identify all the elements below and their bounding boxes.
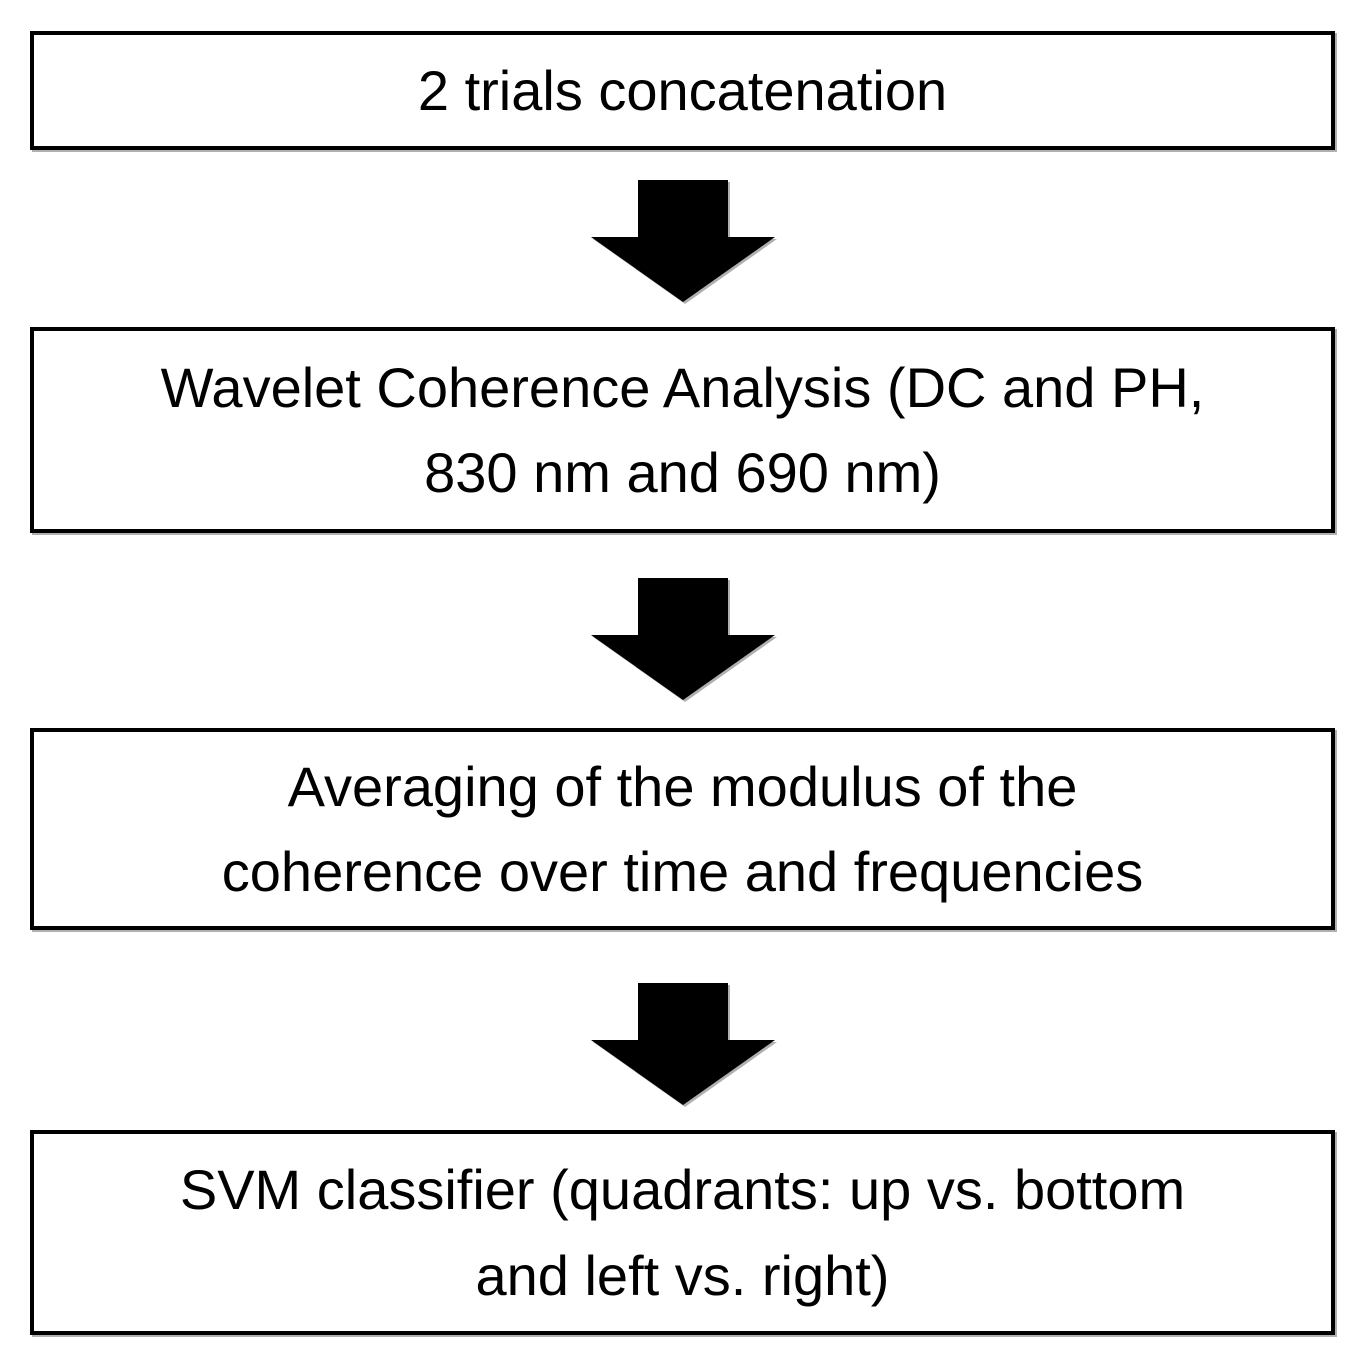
down-arrow-icon [591,983,775,1105]
flow-node-label: Averaging of the modulus of the coherenc… [221,754,1144,903]
flow-node-wavelet-coherence-analysis: Wavelet Coherence Analysis (DC and PH, 8… [30,327,1335,533]
down-arrow-icon [591,180,775,302]
flow-node-label: Wavelet Coherence Analysis (DC and PH, 8… [160,355,1205,504]
down-arrow-icon [591,578,775,700]
flow-node-label: SVM classifier (quadrants: up vs. bottom… [179,1158,1186,1307]
flow-node-averaging-modulus: Averaging of the modulus of the coherenc… [30,728,1335,930]
flow-node-svm-classifier: SVM classifier (quadrants: up vs. bottom… [30,1130,1335,1335]
flow-node-trials-concatenation: 2 trials concatenation [30,31,1335,150]
flow-node-label: 2 trials concatenation [417,58,948,122]
